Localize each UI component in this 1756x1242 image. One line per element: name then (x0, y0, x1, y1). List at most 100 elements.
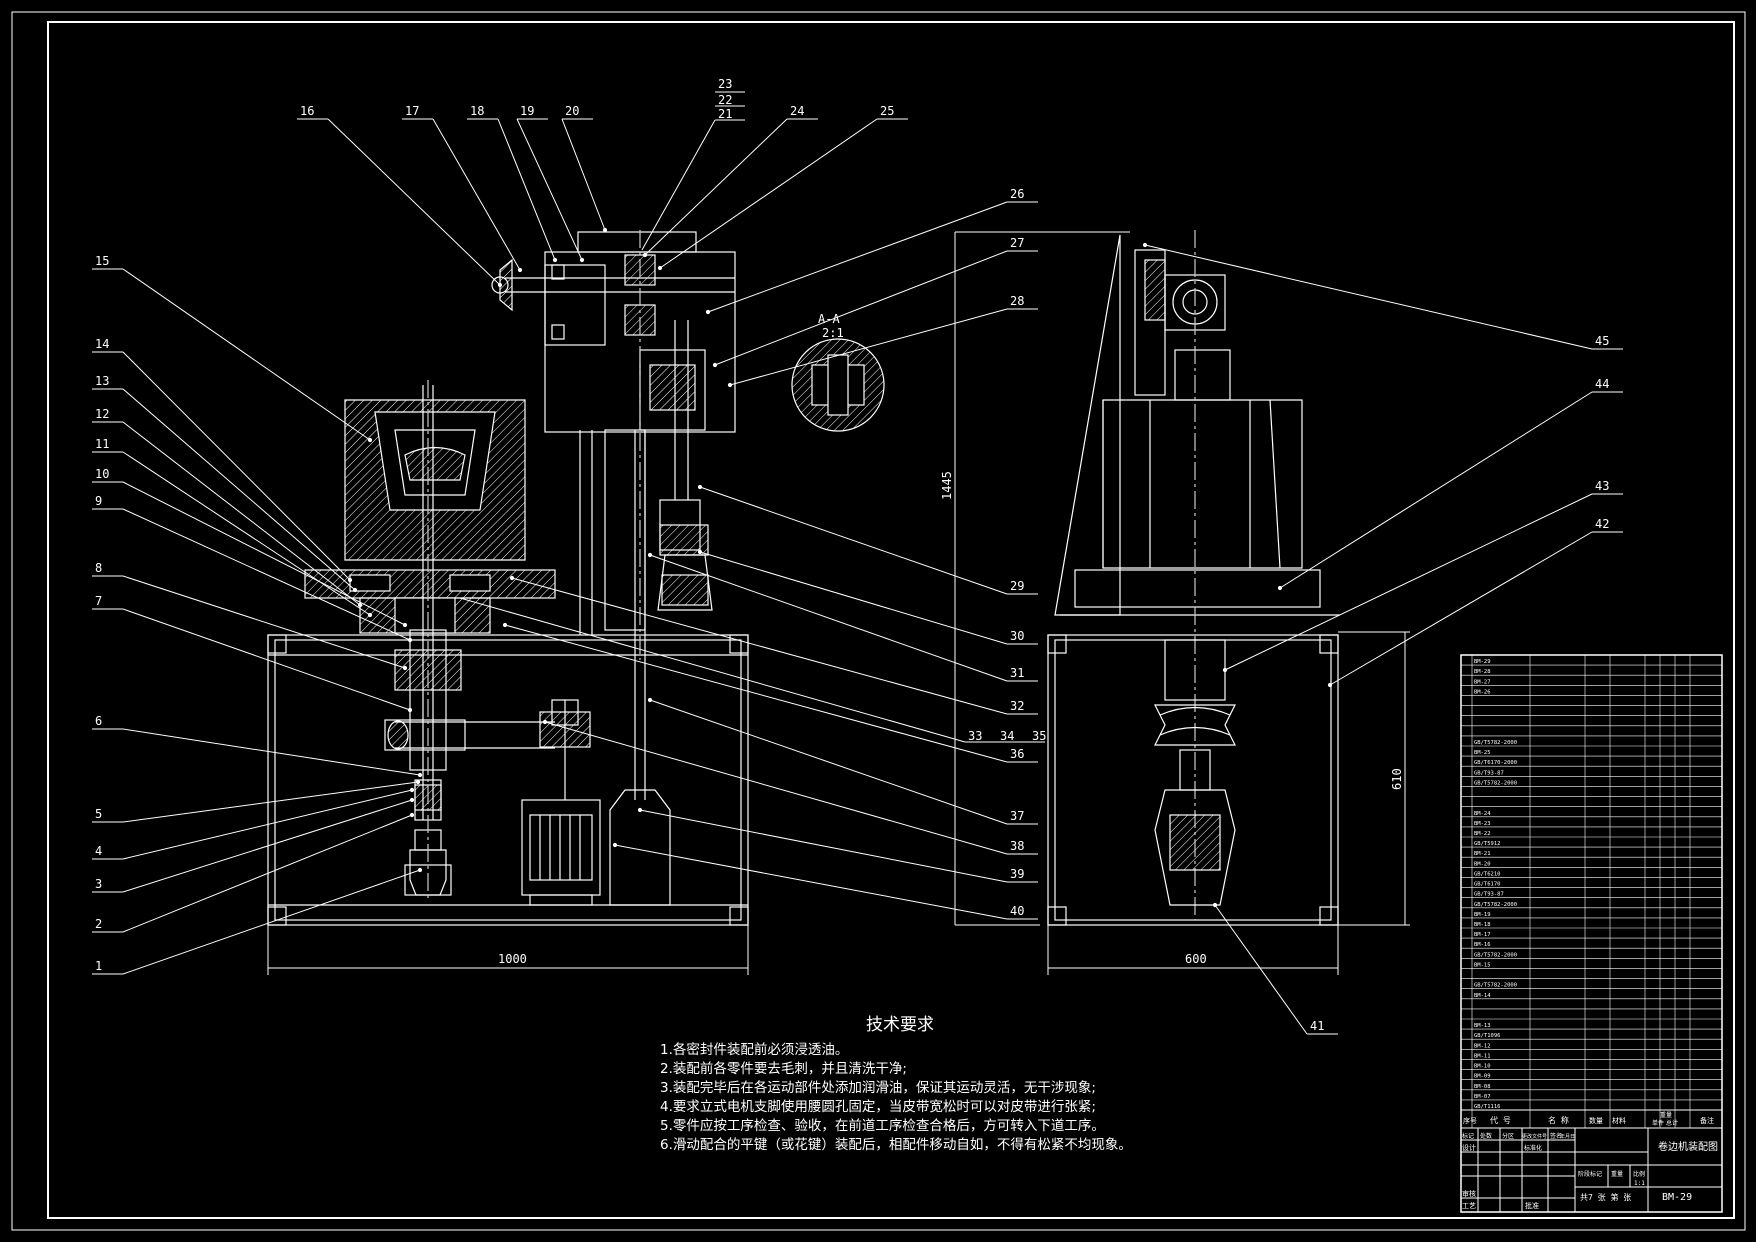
balloon-36: 36 (1010, 747, 1024, 761)
bom-code: BM-23 (1474, 821, 1491, 827)
balloon-30: 30 (1010, 629, 1024, 643)
balloon-24: 24 (790, 104, 804, 118)
header-total: 总计 (1666, 1119, 1678, 1127)
technical-requirements: 技术要求 1.各密封件装配前必须浸透油。 2.装配前各零件要去毛刺，并且清洗干净… (660, 1010, 1260, 1155)
bom-code: GB/T93-87 (1474, 770, 1504, 776)
bom-code: BM-16 (1474, 942, 1491, 948)
sign-date: 年月日 (1560, 1133, 1575, 1140)
bom-code: BM-15 (1474, 962, 1491, 968)
bom-code: GB/T5782-2000 (1474, 952, 1517, 958)
stage-mark: 阶段标记 (1578, 1170, 1602, 1178)
balloon-42: 42 (1595, 517, 1609, 531)
bom-code: GB/T1096 (1474, 1033, 1501, 1039)
balloon-21: 21 (718, 107, 732, 121)
scale-value: 1:1 (1634, 1180, 1645, 1187)
bom-code: BM-19 (1474, 912, 1491, 918)
header-remark: 备注 (1700, 1116, 1714, 1125)
side-view (1047, 230, 1340, 926)
outer-border (11, 11, 1746, 1231)
bom-code: GB/T1116 (1474, 1104, 1501, 1110)
balloon-31: 31 (1010, 666, 1024, 680)
tech-item-3: 3.装配完毕后在各运动部件处添加润滑油，保证其运动灵活，无干涉现象; (660, 1080, 1096, 1096)
dim-side-width: 600 (1185, 952, 1207, 966)
bom-code: BM-28 (1474, 669, 1491, 675)
tech-item-2: 2.装配前各零件要去毛刺，并且清洗干净; (660, 1061, 907, 1077)
balloon-1: 1 (95, 959, 102, 973)
bom-code: BM-11 (1474, 1053, 1491, 1059)
header-name: 名 称 (1548, 1115, 1569, 1125)
balloon-22: 22 (718, 93, 732, 107)
bom-code: GB/T6210 (1474, 871, 1501, 877)
balloon-7: 7 (95, 594, 102, 608)
balloon-23: 23 (718, 77, 732, 91)
dim-front-width: 1000 (498, 952, 527, 966)
balloon-2: 2 (95, 917, 102, 931)
balloon-38: 38 (1010, 839, 1024, 853)
balloon-33: 33 (968, 729, 982, 743)
role-std: 标准化 (1524, 1144, 1542, 1152)
dim-overall-height: 1445 (940, 471, 954, 500)
bom-code: GB/T6170 (1474, 882, 1501, 888)
header-weight: 重量 (1660, 1111, 1672, 1119)
balloon-35: 35 (1032, 729, 1046, 743)
bom-code: BM-25 (1474, 750, 1491, 756)
balloon-27: 27 (1010, 236, 1024, 250)
dimensions (267, 231, 1410, 975)
bom-code: BM-07 (1474, 1094, 1491, 1100)
bom-code: GB/T5782-2000 (1474, 983, 1517, 989)
balloon-18: 18 (470, 104, 484, 118)
balloon-4: 4 (95, 844, 102, 858)
bom-code: BM-27 (1474, 679, 1491, 685)
balloon-40: 40 (1010, 904, 1024, 918)
role-design: 设计 (1462, 1143, 1476, 1152)
balloon-17: 17 (405, 104, 419, 118)
balloon-19: 19 (520, 104, 534, 118)
balloon-34: 34 (1000, 729, 1014, 743)
stage-weight: 重量 (1611, 1170, 1623, 1178)
balloon-32: 32 (1010, 699, 1024, 713)
stage-scale: 比例 (1633, 1170, 1645, 1178)
balloon-5: 5 (95, 807, 102, 821)
inner-border (47, 21, 1735, 1219)
header-single: 单件 (1652, 1119, 1664, 1127)
sheet-info: 共7 张 第 张 (1580, 1192, 1631, 1202)
sign-mark: 标记 (1462, 1132, 1474, 1140)
balloon-37: 37 (1010, 809, 1024, 823)
bom-code: BM-14 (1474, 993, 1491, 999)
front-view (267, 230, 885, 926)
balloon-10: 10 (95, 467, 109, 481)
role-approve: 批准 (1525, 1201, 1539, 1210)
tech-item-5: 5.零件应按工序检查、验收，在前道工序检查合格后，方可转入下道工序。 (660, 1118, 1105, 1134)
balloon-29: 29 (1010, 579, 1024, 593)
header-no: 序号 (1463, 1116, 1477, 1125)
bom-code: GB/T6170-2000 (1474, 760, 1517, 766)
bom-code: BM-21 (1474, 851, 1491, 857)
bom-codes: BM-29BM-28BM-27BM-26GB/T5782-2000BM-25GB… (1474, 659, 1517, 1110)
bom-code: GB/T5782-2000 (1474, 902, 1517, 908)
balloon-12: 12 (95, 407, 109, 421)
tech-item-1: 1.各密封件装配前必须浸透油。 (660, 1042, 849, 1058)
drawing-number: BM-29 (1662, 1192, 1692, 1203)
bom-code: BM-17 (1474, 932, 1491, 938)
bom-code: BM-09 (1474, 1074, 1491, 1080)
bom-code: BM-20 (1474, 861, 1491, 867)
role-process: 工艺 (1462, 1202, 1476, 1210)
balloon-41: 41 (1310, 1019, 1324, 1033)
header-code: 代 号 (1490, 1115, 1511, 1125)
bom-code: BM-12 (1474, 1043, 1491, 1049)
balloon-44: 44 (1595, 377, 1609, 391)
sign-zone: 分区 (1502, 1132, 1514, 1140)
bom-code: BM-13 (1474, 1023, 1491, 1029)
balloon-39: 39 (1010, 867, 1024, 881)
balloon-20: 20 (565, 104, 579, 118)
bom-code: BM-29 (1474, 659, 1491, 665)
balloon-11: 11 (95, 437, 109, 451)
balloon-43: 43 (1595, 479, 1609, 493)
header-material: 材料 (1612, 1116, 1626, 1125)
sign-change: 更改文件号 (1522, 1133, 1547, 1140)
bom-code: GB/T5912 (1474, 841, 1501, 847)
balloon-9: 9 (95, 494, 102, 508)
balloon-28: 28 (1010, 294, 1024, 308)
